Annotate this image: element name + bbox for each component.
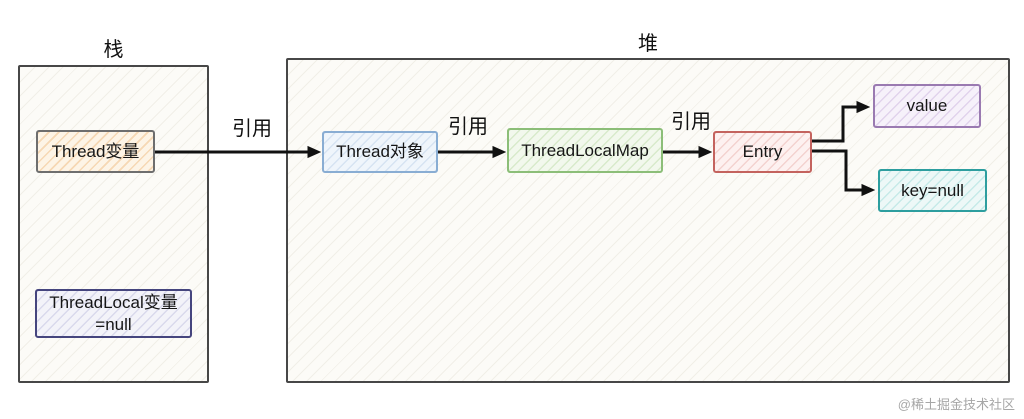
reference-label-3: 引用 [671,111,711,133]
reference-label-1: 引用 [232,118,272,140]
node-thread-variable-label: Thread变量 [51,141,140,161]
heap-region-label: 堆 [638,33,658,55]
node-value-label: value [906,96,948,116]
reference-label-2: 引用 [448,116,488,138]
node-thread-object: Thread对象 [322,131,438,173]
watermark: @稀土掘金技术社区 [897,397,1015,412]
stack-region-label: 栈 [103,39,124,61]
node-thread-variable: Thread变量 [36,130,155,173]
node-threadlocalmap-label: ThreadLocalMap [521,140,649,160]
node-threadlocal-variable: ThreadLocal变量 =null [35,289,192,338]
node-threadlocal-variable-label-line1: ThreadLocal变量 [49,293,178,313]
node-threadlocal-variable-label-line2: =null [95,314,132,334]
node-entry: Entry [713,131,812,173]
node-key-null: key=null [878,169,987,212]
node-thread-object-label: Thread对象 [336,142,424,162]
node-value: value [873,84,981,128]
node-key-null-label: key=null [901,180,964,200]
node-threadlocalmap: ThreadLocalMap [507,128,663,173]
node-entry-label: Entry [742,142,783,162]
